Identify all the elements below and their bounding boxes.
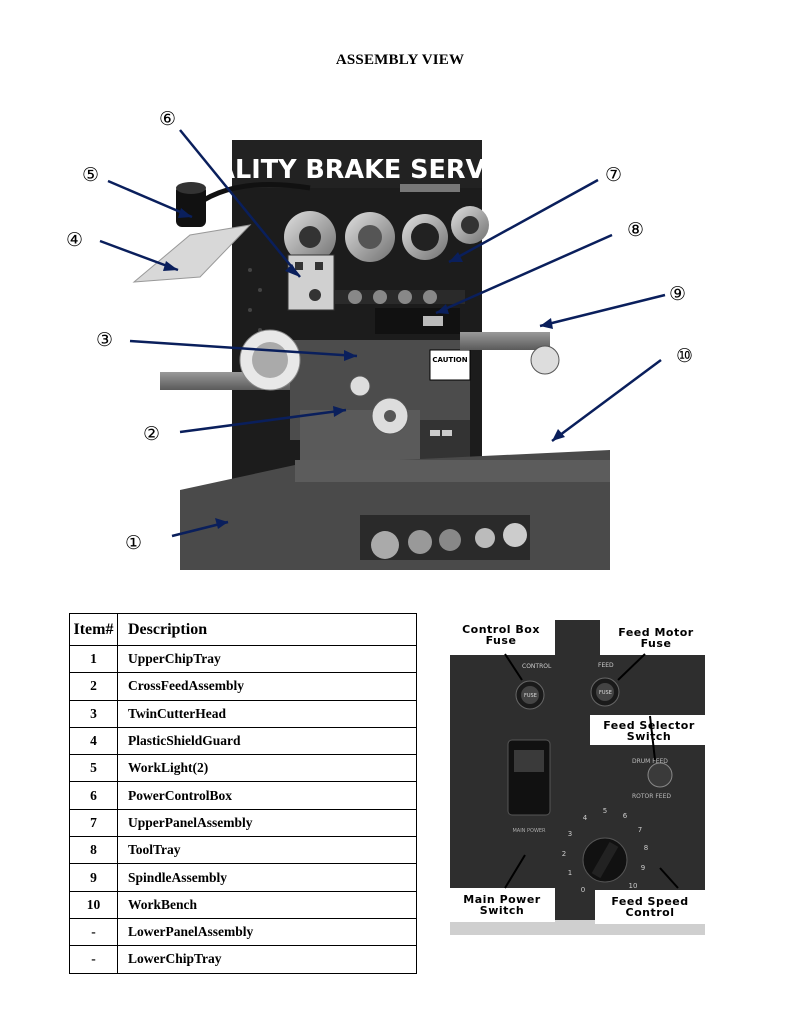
item-number: 5 (69, 754, 118, 783)
item-number: 7 (69, 808, 118, 838)
callout-2: ② (143, 424, 161, 445)
svg-text:8: 8 (644, 844, 648, 852)
svg-text:2: 2 (562, 850, 566, 858)
control-panel-figure: CONTROL FEED FUSE FUSE MAIN POWER DRUM F… (450, 620, 705, 935)
callout-8: ⑧ (627, 220, 645, 241)
svg-text:DRUM FEED: DRUM FEED (632, 758, 668, 765)
control-box-fuse-label: Control Box Fuse (462, 623, 540, 647)
svg-text:ROTOR FEED: ROTOR FEED (632, 793, 671, 800)
feed-selector-knob-icon (647, 762, 673, 788)
item-number: 10 (69, 890, 118, 919)
feed-motor-fuse-label: Feed Motor Fuse (618, 626, 694, 650)
svg-text:FEED: FEED (598, 662, 614, 669)
item-description: PowerControlBox (117, 781, 417, 810)
item-number: - (69, 917, 118, 947)
drum-adapters (284, 206, 489, 263)
callout-3: ③ (96, 330, 114, 351)
svg-text:3: 3 (568, 830, 572, 838)
svg-text:FUSE: FUSE (524, 693, 537, 699)
table-row: -LowerPanelAssembly (69, 917, 417, 947)
svg-text:1: 1 (568, 869, 572, 877)
item-description: CrossFeedAssembly (117, 672, 417, 701)
item-number: 6 (69, 781, 118, 810)
item-description: UpperPanelAssembly (117, 808, 417, 838)
callout-1: ① (125, 533, 143, 554)
spindle (460, 332, 550, 350)
item-number: - (69, 945, 118, 974)
svg-text:4: 4 (583, 814, 588, 822)
item-number: 4 (69, 726, 118, 756)
caution-label: CAUTION (432, 356, 467, 364)
brake-lathe-illustration: QUALITY BRAKE SERVICE CAUTION (132, 140, 610, 570)
item-description: PlasticShieldGuard (117, 726, 417, 756)
item-description: LowerPanelAssembly (117, 917, 417, 947)
control-panel-illustration: CONTROL FEED FUSE FUSE MAIN POWER DRUM F… (450, 620, 705, 935)
column-header-item: Item# (69, 613, 118, 646)
callout-7: ⑦ (605, 165, 623, 186)
item-number: 9 (69, 863, 118, 892)
column-header-description: Description (117, 613, 417, 646)
table-header-row: Item# Description (69, 613, 417, 646)
feed-fuse-icon (590, 677, 620, 707)
item-description: WorkBench (117, 890, 417, 919)
callout-10: ⑩ (676, 346, 694, 367)
svg-text:MAIN POWER: MAIN POWER (512, 828, 546, 834)
item-description: SpindleAssembly (117, 863, 417, 892)
feed-speed-dial-icon (582, 837, 628, 883)
svg-text:CONTROL: CONTROL (522, 663, 552, 670)
callout-6: ⑥ (159, 109, 177, 130)
item-number: 2 (69, 672, 118, 701)
sign-text: QUALITY BRAKE SERVICE (174, 155, 531, 185)
shield-guard (132, 224, 252, 283)
item-description: LowerChipTray (117, 945, 417, 974)
svg-text:FUSE: FUSE (599, 690, 612, 696)
item-description: ToolTray (117, 836, 417, 865)
callout-4: ④ (66, 230, 84, 251)
table-row: -LowerChipTray (69, 945, 417, 974)
callout-9: ⑨ (669, 284, 687, 305)
item-description: WorkLight(2) (117, 754, 417, 783)
feed-selector-switch-label: Feed Selector Switch (603, 719, 695, 743)
item-number: 8 (69, 836, 118, 865)
svg-text:5: 5 (603, 807, 607, 815)
callout-leaders (99, 129, 666, 538)
svg-text:7: 7 (638, 826, 642, 834)
control-fuse-icon (515, 680, 545, 710)
item-number: 1 (69, 644, 118, 674)
item-number: 3 (69, 699, 118, 728)
svg-text:10: 10 (629, 882, 638, 890)
item-description: UpperChipTray (117, 644, 417, 674)
main-power-switch-label: Main Power Switch (463, 893, 541, 917)
svg-text:0: 0 (581, 886, 585, 894)
svg-text:9: 9 (641, 864, 645, 872)
item-description: TwinCutterHead (117, 699, 417, 728)
feed-speed-control-label: Feed Speed Control (611, 895, 689, 919)
callout-5: ⑤ (82, 165, 100, 186)
page-title: ASSEMBLY VIEW (335, 52, 465, 68)
svg-text:6: 6 (623, 812, 628, 820)
